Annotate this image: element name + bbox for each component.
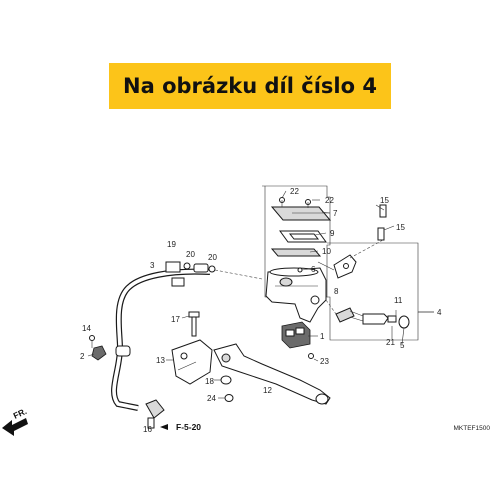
brake-hose: [111, 261, 263, 429]
callout-11: 11: [394, 296, 403, 305]
callout-labels: 22 22 7 9 10 6 8 15 15 19 20 20 3 17 14 …: [80, 187, 442, 434]
callout-15b: 15: [396, 223, 405, 232]
callout-23: 23: [320, 357, 329, 366]
callout-17: 17: [171, 315, 180, 324]
nuts: [214, 375, 234, 402]
callout-21: 21: [386, 338, 395, 347]
callout-10: 10: [322, 247, 331, 256]
callout-2: 2: [80, 352, 85, 361]
holder-bracket: [317, 204, 395, 279]
clip-parts: [87, 335, 107, 361]
screw-23: [308, 353, 319, 362]
arrow-left-icon: [2, 418, 28, 436]
callout-5: 5: [400, 341, 405, 350]
callout-9: 9: [330, 229, 335, 238]
reference-label: F-5-20: [176, 422, 201, 432]
reservoir-cover: [270, 190, 332, 257]
callout-16: 16: [143, 425, 152, 434]
master-cylinder-body: [265, 267, 327, 323]
callout-12: 12: [263, 386, 272, 395]
callout-19: 19: [167, 240, 176, 249]
reference-arrow-icon: [160, 424, 168, 430]
callout-8: 8: [334, 287, 339, 296]
callout-4: 4: [437, 308, 442, 317]
brake-switch: [281, 321, 318, 349]
callout-20b: 20: [208, 253, 217, 262]
callout-20a: 20: [186, 250, 195, 259]
callout-18: 18: [205, 377, 214, 386]
callout-1: 1: [320, 332, 325, 341]
callout-3: 3: [150, 261, 155, 270]
callout-24: 24: [207, 394, 216, 403]
callout-6: 6: [311, 265, 316, 274]
brake-lever: [213, 343, 331, 405]
callout-13: 13: [156, 356, 165, 365]
banner-text: Na obrázku díl číslo 4: [123, 74, 377, 98]
diagram-code: MKTEF1500: [453, 425, 491, 432]
part-number-banner: Na obrázku díl číslo 4: [109, 63, 391, 109]
callout-14: 14: [82, 324, 91, 333]
callout-7: 7: [333, 209, 338, 218]
callout-22b: 22: [325, 196, 334, 205]
piston-kit: [325, 299, 410, 345]
callout-15a: 15: [380, 196, 389, 205]
lever-bracket: [166, 339, 213, 385]
bolt-17: [181, 311, 200, 337]
callout-22a: 22: [290, 187, 299, 196]
